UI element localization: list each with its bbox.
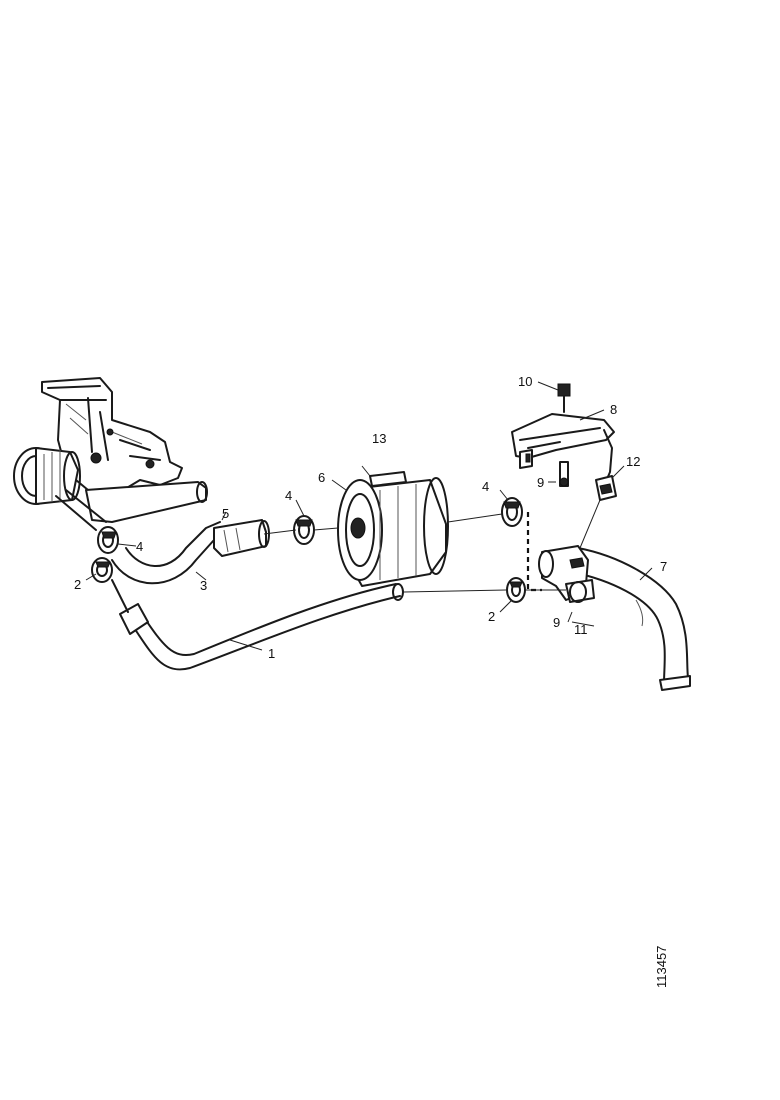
- hose-5: [213, 519, 270, 557]
- clamp-4-left: [97, 526, 119, 554]
- reference-number: 113457: [654, 946, 669, 988]
- callout-4-centre: 4: [285, 488, 292, 503]
- callout-7: 7: [660, 559, 667, 574]
- callout-5: 5: [222, 506, 229, 521]
- callout-11: 11: [574, 622, 588, 637]
- callout-4-left: 4: [136, 539, 143, 554]
- callout-1: 1: [268, 646, 275, 661]
- filter-cylinder-6: [337, 471, 449, 587]
- clamp-4-right: [501, 497, 523, 527]
- bracket-8: [511, 383, 617, 501]
- clamp-4-centre: [293, 515, 315, 545]
- hose-1: [111, 579, 404, 671]
- callout-3: 3: [200, 578, 207, 593]
- callout-9-lower: 9: [553, 615, 560, 630]
- callout-13: 13: [372, 431, 386, 446]
- callout-2-left: 2: [74, 577, 81, 592]
- callouts: 1 2 2 3 4 4 4 5 6 7 8 9 9 10 11 12 13: [74, 374, 667, 661]
- clamp-2-right: [506, 577, 526, 603]
- callout-12: 12: [626, 454, 640, 469]
- callout-9-upper: 9: [537, 475, 544, 490]
- callout-6: 6: [318, 470, 325, 485]
- tee-fitting: [538, 545, 595, 603]
- hose-7: [571, 547, 691, 691]
- callout-2-right: 2: [488, 609, 495, 624]
- leader-lines: [85, 381, 653, 651]
- callout-8: 8: [610, 402, 617, 417]
- routing-line: [526, 512, 542, 592]
- pump-housing: [13, 377, 208, 531]
- callout-10: 10: [518, 374, 532, 389]
- hose-3: [111, 521, 227, 585]
- clamp-2-left: [91, 557, 113, 583]
- callout-4-right: 4: [482, 479, 489, 494]
